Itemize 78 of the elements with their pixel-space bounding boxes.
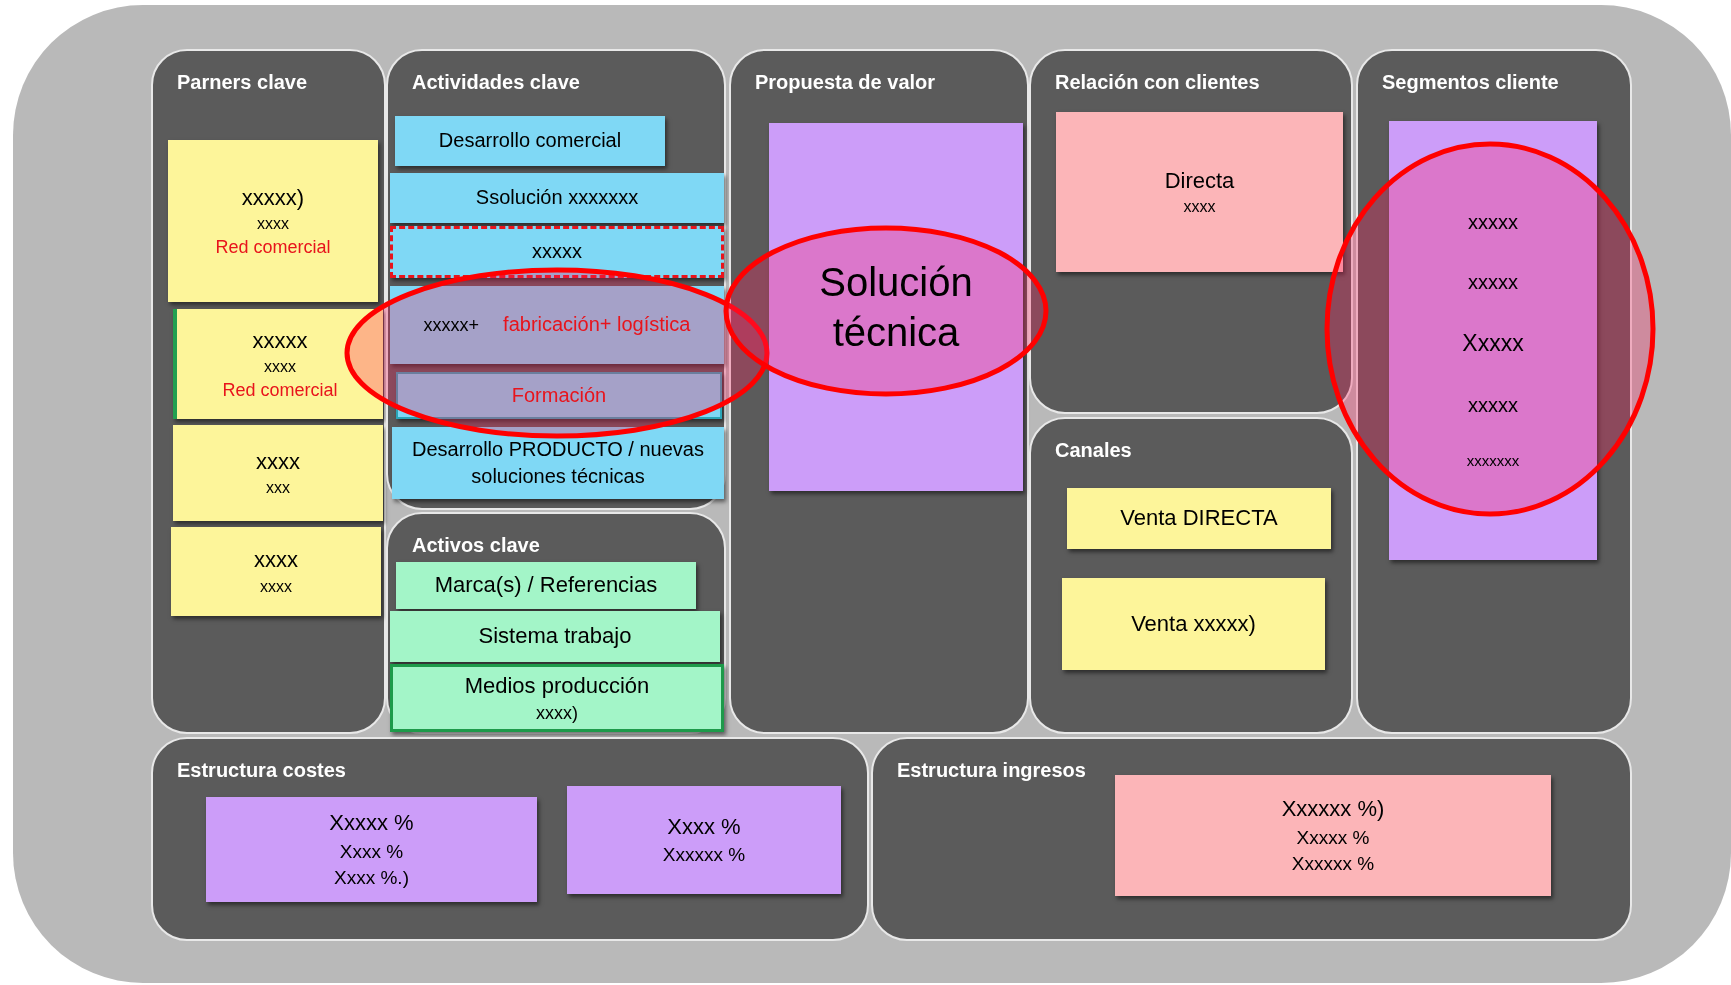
sticky-note xyxy=(396,562,696,609)
note-text: Red comercial xyxy=(214,235,332,259)
note-text: xxxxxxx xyxy=(1465,451,1521,472)
sticky-note xyxy=(206,797,537,902)
sticky-note xyxy=(390,226,724,278)
panel-heading: Estructura ingresos xyxy=(897,759,1086,781)
canvas-panel xyxy=(386,512,726,734)
sticky-note xyxy=(1067,488,1331,549)
note-text: Ssolución xxxxxxx xyxy=(474,185,640,211)
note-text: xxxxx+ xyxy=(422,313,481,337)
note-text: xxxx xyxy=(256,213,290,234)
note-text: Xxxxx % xyxy=(328,809,415,838)
note-text: xxxxx xyxy=(251,326,309,355)
note-text: xxxxx xyxy=(1467,210,1519,236)
note-text: xxxx xyxy=(1182,197,1217,218)
canvas-panel xyxy=(1029,49,1353,414)
sticky-note xyxy=(567,786,841,894)
sticky-note xyxy=(1115,775,1551,896)
note-text: Venta xxxxx) xyxy=(1130,609,1257,638)
note-text: xxxx xyxy=(253,546,299,575)
note-text: xxxx xyxy=(255,447,301,476)
note-text: Red comercial xyxy=(221,378,339,402)
sticky-note xyxy=(1389,121,1597,560)
note-text: Xxxxx xyxy=(1461,329,1525,359)
note-text: xxxx xyxy=(263,356,297,377)
sticky-note xyxy=(392,427,724,499)
sticky-note xyxy=(1062,578,1325,670)
sticky-note xyxy=(769,123,1023,491)
note-text: Xxxx % xyxy=(338,839,405,864)
note-text: Solución técnica xyxy=(818,259,974,356)
panel-heading: Segmentos cliente xyxy=(1382,71,1559,93)
note-text: Marca(s) / Referencias xyxy=(433,571,659,600)
note-text: Desarrollo PRODUCTO / nuevas soluciones técnicas xyxy=(411,436,705,489)
panel-heading: Parners clave xyxy=(177,71,308,93)
panel-heading: Propuesta de valor xyxy=(755,71,936,93)
note-text: Xxxx %.) xyxy=(333,865,410,890)
canvas-panel xyxy=(1029,417,1353,734)
canvas-panel xyxy=(1356,49,1632,734)
note-text: Sistema trabajo xyxy=(477,622,633,651)
panel-heading: Activos clave xyxy=(412,534,540,556)
note-text: Directa xyxy=(1163,166,1236,195)
note-text: Xxxxxx %) xyxy=(1280,795,1386,824)
canvas-panel xyxy=(729,49,1029,734)
sticky-note xyxy=(173,425,383,521)
note-text: xxxx xyxy=(259,576,293,597)
canvas-panel xyxy=(151,737,869,941)
canvas-panel xyxy=(871,737,1632,941)
canvas-panel xyxy=(386,49,726,510)
sticky-note xyxy=(390,286,724,364)
sticky-note xyxy=(1056,112,1343,272)
note-text: Xxxxxx % xyxy=(1290,851,1376,876)
sticky-note xyxy=(171,527,381,616)
sticky-note xyxy=(395,116,665,166)
panel-heading: Actividades clave xyxy=(412,71,580,93)
note-text: Medios producción xyxy=(463,671,651,700)
note-text: xxx xyxy=(265,478,291,499)
panel-heading: Estructura costes xyxy=(177,759,346,781)
note-text: Formación xyxy=(510,382,608,408)
note-text: xxxx) xyxy=(535,701,579,725)
note-text: xxxxx xyxy=(1467,392,1519,418)
note-text: Xxxxxx % xyxy=(661,843,747,868)
sticky-note xyxy=(173,309,383,419)
note-text: xxxxx) xyxy=(240,183,306,212)
sticky-note xyxy=(168,140,378,302)
sticky-note xyxy=(390,611,720,662)
sticky-note xyxy=(390,664,724,732)
sticky-note xyxy=(390,173,724,223)
sticky-note xyxy=(396,372,722,419)
panel-heading: Relación con clientes xyxy=(1055,71,1260,93)
note-text: Xxxxx % xyxy=(1295,825,1371,850)
note-text: Venta DIRECTA xyxy=(1119,504,1279,533)
note-text: xxxxx xyxy=(1467,269,1519,295)
note-text: Xxxx % xyxy=(666,812,742,841)
note-text: fabricación+ logística xyxy=(502,312,692,338)
note-text: xxxxx xyxy=(531,239,583,265)
note-text: Desarrollo comercial xyxy=(437,128,623,154)
panel-heading: Canales xyxy=(1055,439,1132,461)
canvas-panel xyxy=(151,49,386,734)
